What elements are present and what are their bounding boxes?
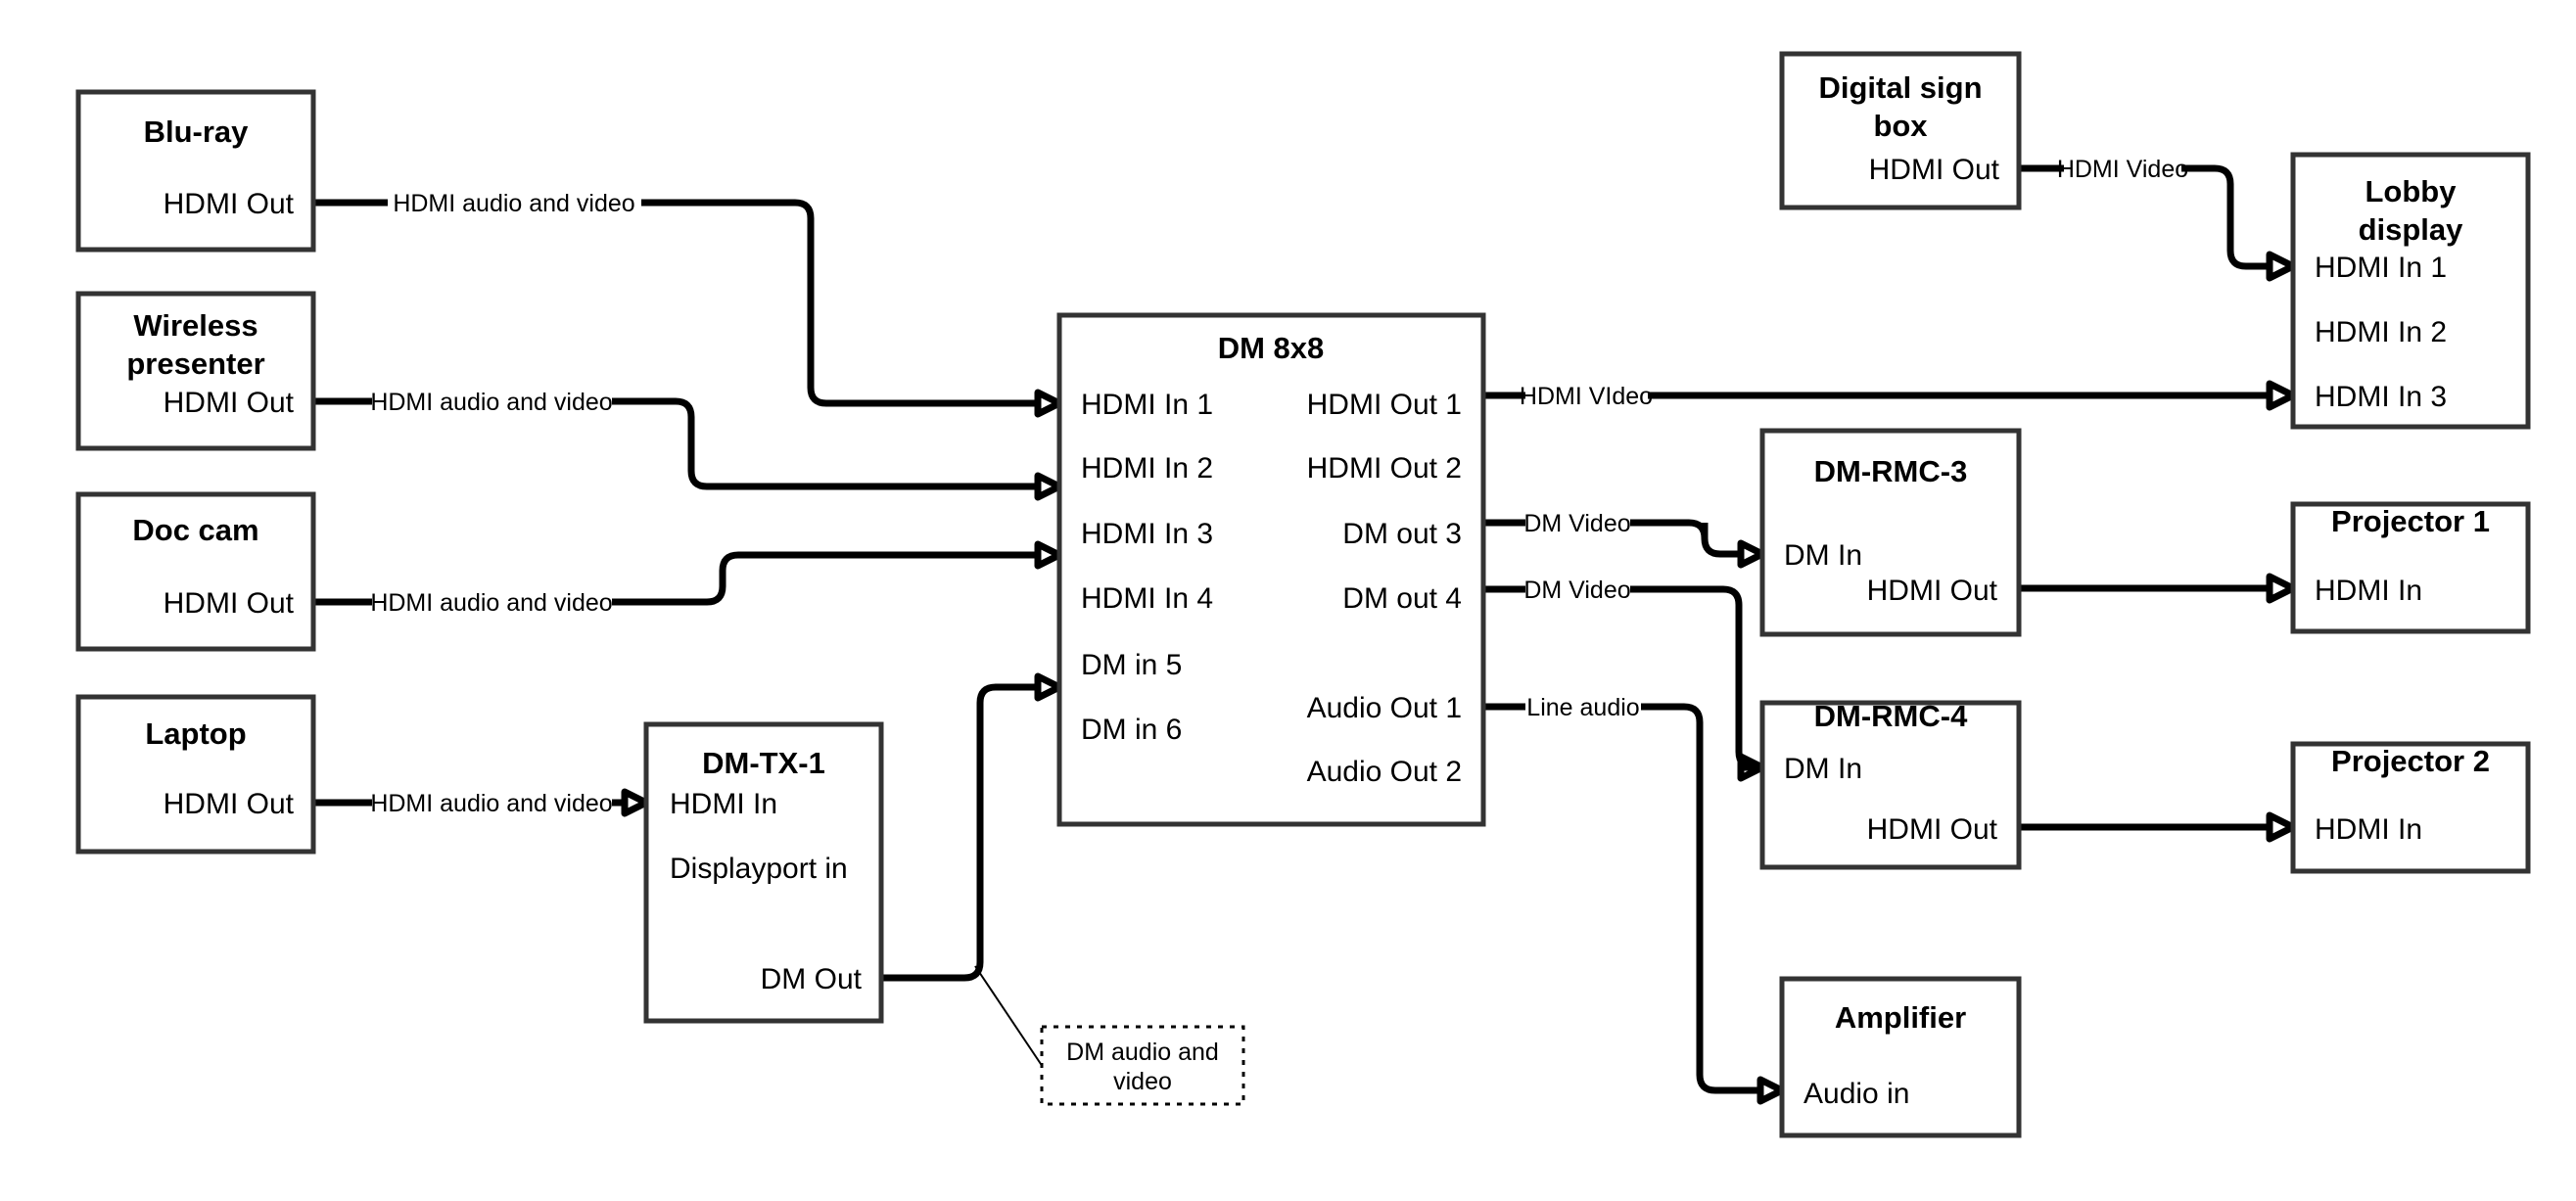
wire-dm8x8-dmout4-to-dmrmc4 (1483, 585, 1766, 782)
node-dm-tx-1-port-hdmi-in: HDMI In (670, 788, 777, 820)
edge-label-dm-dmout3: DM Video (1523, 510, 1630, 537)
node-laptop-rect[interactable] (75, 694, 316, 855)
node-dm-8x8-output-audio-out-1: Audio Out 1 (1307, 692, 1462, 724)
wire-doccam-to-dm8x8 (313, 540, 1063, 606)
edge-label-bluray-to-dm: HDMI audio and video (393, 190, 634, 217)
node-dm-tx-1-port-dm-out: DM Out (761, 963, 863, 995)
node-doc-cam-port-hdmi-out: HDMI Out (164, 587, 295, 620)
node-dm-8x8-rect[interactable] (1056, 312, 1486, 827)
node-dm-8x8-input-hdmi-in-3: HDMI In 3 (1081, 518, 1213, 550)
node-dm-tx-1-title: DM-TX-1 (702, 746, 825, 780)
node-dm-rmc-3-rect[interactable] (1759, 428, 2022, 637)
node-projector-1-rect[interactable] (2290, 501, 2531, 634)
node-dm-8x8-input-hdmi-in-2: HDMI In 2 (1081, 452, 1213, 485)
callout-dm-audio-and-video: DM audio and video (1040, 1025, 1245, 1106)
node-doc-cam[interactable]: Doc cam HDMI Out (75, 491, 316, 652)
node-wireless-presenter[interactable]: Wireless presenter HDMI Out (75, 291, 316, 451)
node-projector-1[interactable]: Projector 1 HDMI In (2290, 501, 2531, 634)
edge-label-dm-audioout1: Line audio (1526, 694, 1639, 721)
node-dm-8x8-input-dm-in-6: DM in 6 (1081, 714, 1182, 746)
node-dm-8x8-output-hdmi-out-2: HDMI Out 2 (1307, 452, 1462, 485)
node-dm-8x8-output-dm-out-3: DM out 3 (1342, 518, 1462, 550)
node-amplifier-port-audio-in: Audio in (1803, 1078, 1909, 1110)
node-dm-8x8-title: DM 8x8 (1218, 331, 1325, 365)
node-wireless-presenter-port-hdmi-out: HDMI Out (164, 387, 295, 419)
node-doc-cam-title: Doc cam (132, 513, 258, 547)
node-projector-1-port-hdmi-in: HDMI In (2315, 575, 2422, 607)
node-bluray[interactable]: Blu-ray HDMI Out (75, 89, 316, 253)
wire-digitalsign-to-lobby (2019, 164, 2297, 282)
node-wireless-presenter-title-line2: presenter (126, 346, 264, 381)
node-lobby-display-port-hdmi-in-1: HDMI In 1 (2315, 252, 2447, 284)
wire-dmtx1-to-dm8x8 (881, 672, 1063, 982)
node-dm-rmc-4[interactable]: DM-RMC-4 DM In HDMI Out (1759, 699, 2022, 870)
callout-dm-audio-and-video-line2: video (1113, 1068, 1172, 1095)
node-bluray-rect[interactable] (75, 89, 316, 253)
node-digital-sign-box-title-line2: box (1873, 109, 1928, 143)
node-dm-rmc-3-port-dm-in: DM In (1784, 539, 1862, 572)
node-projector-1-title: Projector 1 (2331, 504, 2490, 538)
wire-dmrmc3-to-projector1 (2019, 573, 2297, 604)
edge-label-doccam-to-dm: HDMI audio and video (370, 589, 612, 617)
node-digital-sign-box-port-hdmi-out: HDMI Out (1869, 154, 2000, 186)
node-lobby-display-title-line1: Lobby (2365, 174, 2458, 208)
wire-wireless-to-dm8x8 (313, 397, 1063, 501)
node-wireless-presenter-rect[interactable] (75, 291, 316, 451)
wire-dmrmc4-to-projector2 (2019, 811, 2297, 843)
node-dm-tx-1[interactable]: DM-TX-1 HDMI In Displayport in DM Out (643, 721, 884, 1024)
node-dm-rmc-3-port-hdmi-out: HDMI Out (1867, 575, 1998, 607)
wire-dm8x8-hdmiout1-to-lobby (1483, 380, 2297, 411)
edge-label-laptop-to-tx: HDMI audio and video (370, 790, 612, 817)
callout-dm-audio-and-video-line1: DM audio and (1066, 1039, 1219, 1066)
node-laptop-title: Laptop (145, 716, 246, 751)
node-dm-tx-1-port-displayport-in: Displayport in (670, 853, 848, 885)
node-dm-rmc-4-rect[interactable] (1759, 700, 2022, 870)
node-digital-sign-box[interactable]: Digital sign box HDMI Out (1779, 51, 2022, 210)
node-amplifier-rect[interactable] (1779, 976, 2022, 1138)
edge-label-wireless-to-dm: HDMI audio and video (370, 389, 612, 416)
node-lobby-display-rect[interactable] (2290, 152, 2531, 430)
wire-bluray-to-dm8x8 (313, 199, 1063, 418)
edge-label-sign-to-lobby: HDMI Video (2057, 156, 2188, 183)
node-digital-sign-box-title-line1: Digital sign (1818, 70, 1982, 105)
node-dm-rmc-3[interactable]: DM-RMC-3 DM In HDMI Out (1759, 428, 2022, 637)
node-amplifier-title: Amplifier (1835, 1000, 1966, 1035)
node-dm-8x8-input-hdmi-in-4: HDMI In 4 (1081, 582, 1213, 615)
node-projector-2-title: Projector 2 (2331, 744, 2490, 778)
node-dm-8x8-output-hdmi-out-1: HDMI Out 1 (1307, 389, 1462, 421)
edge-label-dm-dmout4: DM Video (1523, 577, 1630, 604)
node-dm-rmc-4-port-dm-in: DM In (1784, 753, 1862, 785)
node-bluray-port-hdmi-out: HDMI Out (164, 188, 295, 220)
node-dm-rmc-3-title: DM-RMC-3 (1814, 454, 1968, 488)
callout-leader-line (974, 965, 1044, 1068)
node-dm-tx-1-rect[interactable] (643, 721, 884, 1024)
node-projector-2[interactable]: Projector 2 HDMI In (2290, 741, 2531, 874)
node-digital-sign-box-rect[interactable] (1779, 51, 2022, 210)
edge-label-dm-hdmiout1: HDMI VIdeo (1520, 383, 1653, 410)
node-lobby-display-port-hdmi-in-3: HDMI In 3 (2315, 381, 2447, 413)
node-doc-cam-rect[interactable] (75, 491, 316, 652)
node-amplifier[interactable]: Amplifier Audio in (1779, 976, 2022, 1138)
node-dm-rmc-4-port-hdmi-out: HDMI Out (1867, 813, 1998, 846)
callout-dm-audio-and-video-rect (1040, 1025, 1245, 1106)
node-laptop[interactable]: Laptop HDMI Out (75, 694, 316, 855)
node-projector-2-port-hdmi-in: HDMI In (2315, 813, 2422, 846)
node-laptop-port-hdmi-out: HDMI Out (164, 788, 295, 820)
node-dm-8x8-output-dm-out-4: DM out 4 (1342, 582, 1462, 615)
wire-dm8x8-audioout1-to-amplifier (1483, 703, 1786, 1105)
node-dm-rmc-4-title: DM-RMC-4 (1814, 699, 1968, 733)
node-bluray-title: Blu-ray (144, 115, 250, 149)
node-projector-2-rect[interactable] (2290, 741, 2531, 874)
node-wireless-presenter-title-line1: Wireless (133, 308, 258, 343)
wire-dm8x8-dmout3-to-dmrmc3 (1483, 519, 1766, 569)
node-dm-8x8[interactable]: DM 8x8 HDMI In 1 HDMI In 2 HDMI In 3 HDM… (1056, 312, 1486, 827)
wire-laptop-to-dmtx1 (313, 788, 650, 817)
node-dm-8x8-input-dm-in-5: DM in 5 (1081, 649, 1182, 681)
node-dm-8x8-input-hdmi-in-1: HDMI In 1 (1081, 389, 1213, 421)
node-dm-8x8-output-audio-out-2: Audio Out 2 (1307, 756, 1462, 788)
node-lobby-display-title-line2: display (2359, 212, 2464, 247)
node-lobby-display[interactable]: Lobby display HDMI In 1 HDMI In 2 HDMI I… (2290, 152, 2531, 430)
node-lobby-display-port-hdmi-in-2: HDMI In 2 (2315, 316, 2447, 348)
